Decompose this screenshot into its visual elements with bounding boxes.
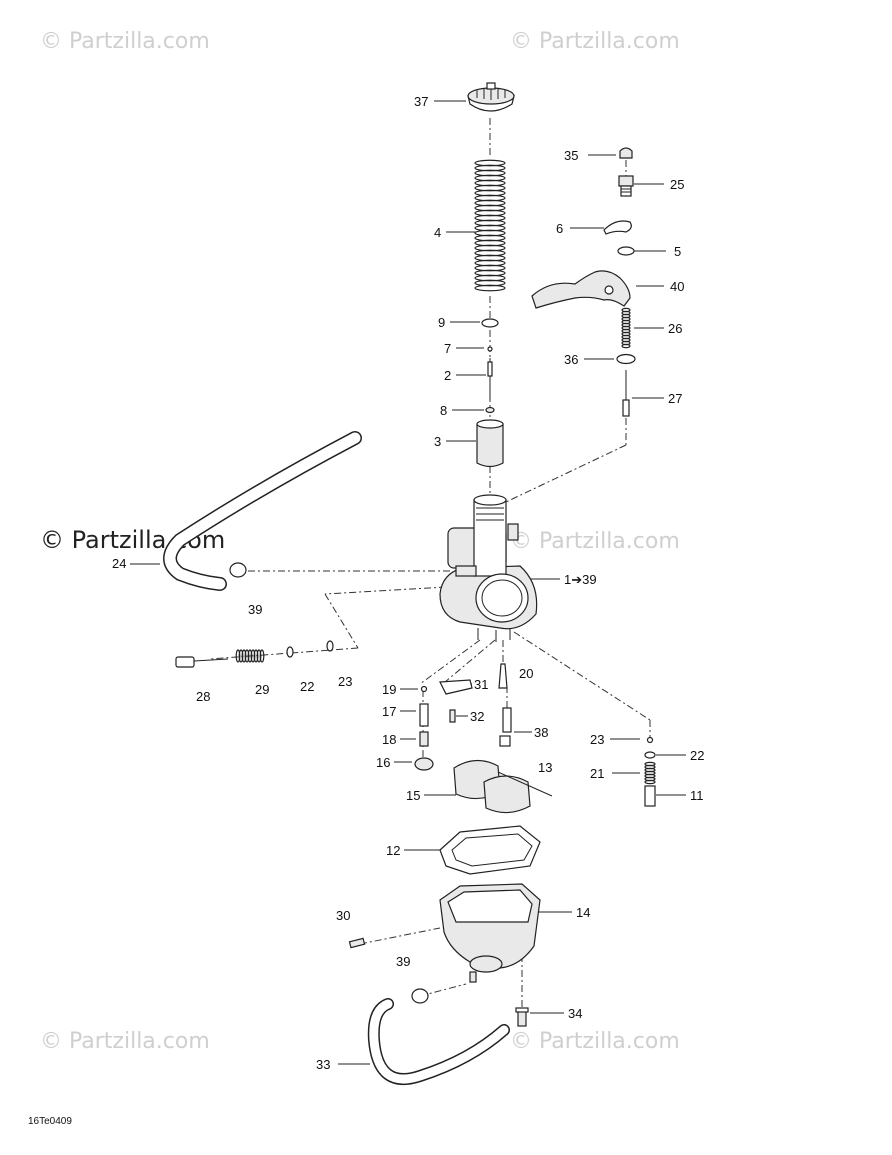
callout-6: 6 xyxy=(556,221,563,236)
callout-40: 40 xyxy=(670,279,684,294)
part-clamp xyxy=(411,988,429,1004)
callout-32: 32 xyxy=(470,709,484,724)
callout-8: 8 xyxy=(440,403,447,418)
part-float-needle xyxy=(499,707,512,747)
callout-39: 39 xyxy=(248,602,262,617)
callout-21: 21 xyxy=(590,766,604,781)
part-carburetor-body xyxy=(439,494,538,642)
part-spring-small xyxy=(621,307,631,349)
part-clip xyxy=(487,346,493,352)
callout-30: 30 xyxy=(336,908,350,923)
watermark: © Partzilla.com xyxy=(40,29,210,54)
part-spring xyxy=(474,159,506,292)
part-washer xyxy=(617,246,635,256)
callout-11: 11 xyxy=(690,788,704,803)
watermark: © Partzilla.com xyxy=(510,1029,680,1054)
part-main-jet xyxy=(419,703,429,727)
callout-4: 4 xyxy=(434,225,441,240)
callout-1-to-39: 1➔39 xyxy=(564,572,597,587)
callout-5: 5 xyxy=(674,244,681,259)
part-spring-pilot xyxy=(644,761,656,785)
callout-15: 15 xyxy=(406,788,420,803)
callout-33: 33 xyxy=(316,1057,330,1072)
part-plate xyxy=(439,679,473,695)
callout-27: 27 xyxy=(668,391,682,406)
callout-29: 29 xyxy=(255,682,269,697)
callout-16: 16 xyxy=(376,755,390,770)
callout-19: 19 xyxy=(382,682,396,697)
callout-20: 20 xyxy=(519,666,533,681)
callout-23: 23 xyxy=(338,674,352,689)
callout-37: 37 xyxy=(414,94,428,109)
part-nut xyxy=(414,757,434,771)
part-washer xyxy=(616,353,636,365)
callout-7: 7 xyxy=(444,341,451,356)
part-spring-idle xyxy=(235,649,265,663)
callout-2: 2 xyxy=(444,368,451,383)
part-cap-small xyxy=(619,147,633,159)
callout-31: 31 xyxy=(474,677,488,692)
part-ring xyxy=(644,751,656,759)
part-cap xyxy=(467,82,515,112)
watermark: © Partzilla.com xyxy=(510,29,680,54)
part-adjuster xyxy=(618,175,634,197)
callout-25: 25 xyxy=(670,177,684,192)
part-idle-screw xyxy=(175,656,229,668)
part-needle-jet xyxy=(419,731,429,747)
callout-22: 22 xyxy=(690,748,704,763)
part-gasket xyxy=(439,825,541,875)
callout-18: 18 xyxy=(382,732,396,747)
part-jet xyxy=(498,663,508,689)
part-screw xyxy=(449,709,456,723)
part-float-bowl xyxy=(439,883,541,983)
callout-26: 26 xyxy=(668,321,682,336)
callout-14: 14 xyxy=(576,905,590,920)
part-pin xyxy=(420,685,428,693)
part-ring xyxy=(646,736,654,744)
part-pilot-screw xyxy=(644,785,656,807)
callout-36: 36 xyxy=(564,352,578,367)
watermark: © Partzilla.com xyxy=(40,1029,210,1054)
drawing-code: 16Te0409 xyxy=(28,1116,72,1127)
callout-34: 34 xyxy=(568,1006,582,1021)
part-lever xyxy=(531,270,631,309)
part-slide xyxy=(476,419,504,468)
watermark: © Partzilla.com xyxy=(510,529,680,554)
callout-38: 38 xyxy=(534,725,548,740)
callout-24: 24 xyxy=(112,556,126,571)
part-drain-screw xyxy=(348,937,366,949)
part-drain-hose xyxy=(367,998,510,1086)
part-float xyxy=(453,759,531,814)
callout-13: 13 xyxy=(538,760,552,775)
part-screw xyxy=(515,1007,529,1027)
assembly-lines xyxy=(209,118,651,1010)
callout-28: 28 xyxy=(196,689,210,704)
callout-17: 17 xyxy=(382,704,396,719)
part-needle xyxy=(487,358,493,400)
part-plunger xyxy=(622,370,630,417)
callout-35: 35 xyxy=(564,148,578,163)
part-ring xyxy=(286,646,294,658)
callout-labels: 37 35 25 6 5 4 40 26 9 7 36 2 27 8 3 24 … xyxy=(112,94,704,1072)
callout-3: 3 xyxy=(434,434,441,449)
callout-9: 9 xyxy=(438,315,445,330)
callout-39: 39 xyxy=(396,954,410,969)
leader-lines xyxy=(130,100,686,1065)
part-hose xyxy=(163,431,362,591)
callout-22: 22 xyxy=(300,679,314,694)
part-clip xyxy=(485,406,495,414)
part-ring xyxy=(481,318,499,328)
watermarks: © Partzilla.com © Partzilla.com © Partzi… xyxy=(40,29,680,1054)
part-float-pin xyxy=(497,771,553,797)
part-clamp xyxy=(229,562,247,578)
part-plate xyxy=(603,220,632,235)
part-ring xyxy=(326,640,334,652)
part-gasket-inner xyxy=(451,833,533,867)
callout-12: 12 xyxy=(386,843,400,858)
callout-23: 23 xyxy=(590,732,604,747)
parts xyxy=(163,82,656,1086)
